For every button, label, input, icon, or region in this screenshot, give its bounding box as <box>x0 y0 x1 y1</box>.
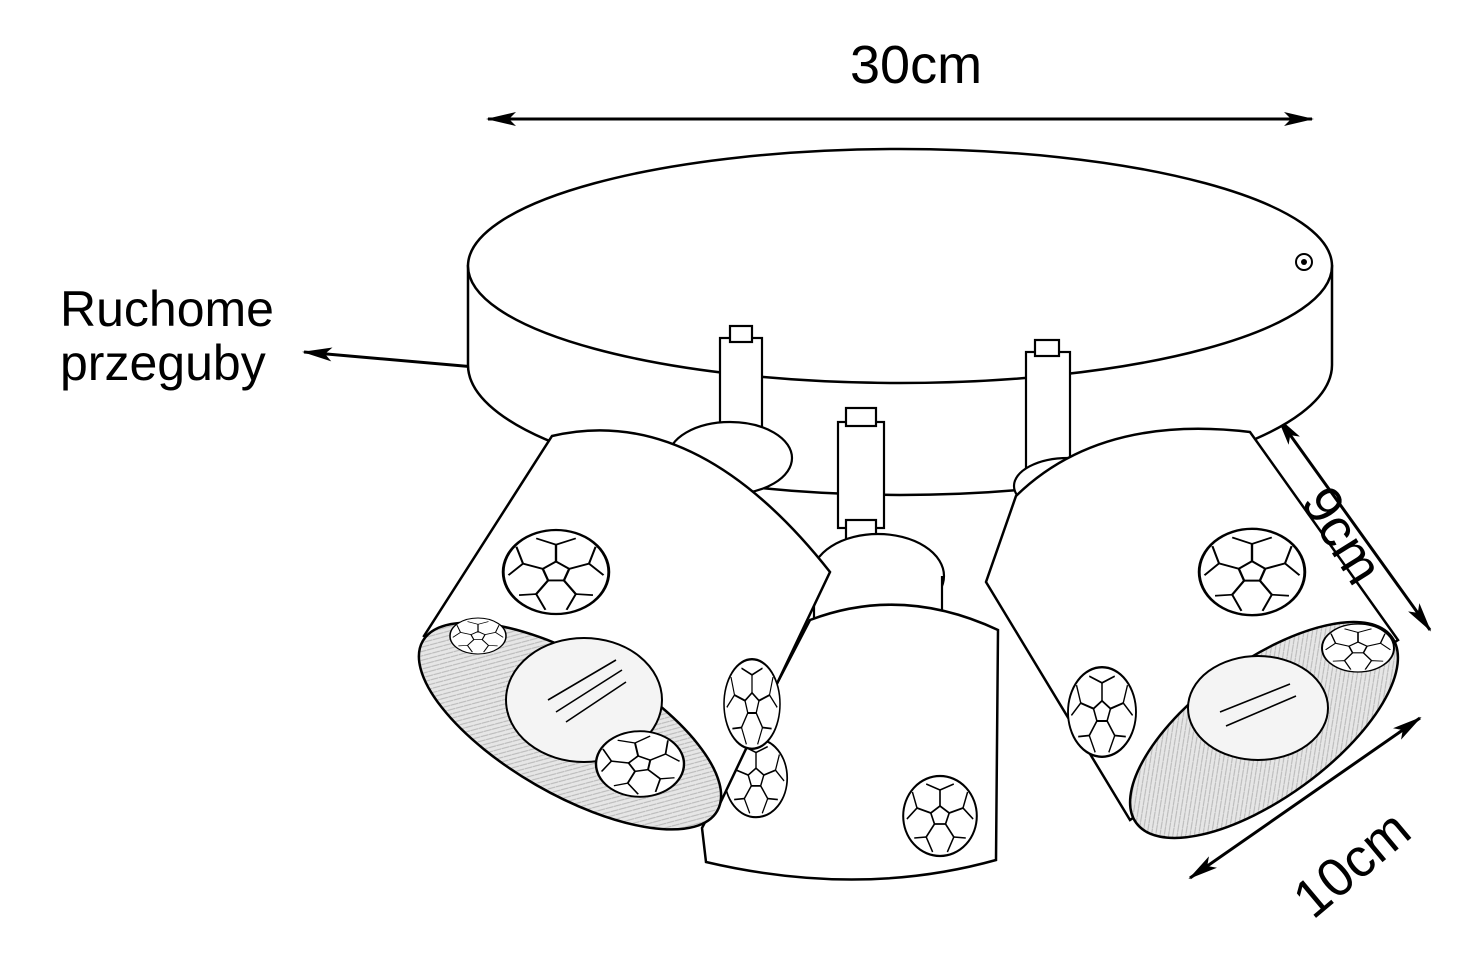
width-dimension-label: 30cm <box>850 35 983 95</box>
left-lamp <box>417 420 832 831</box>
joint-callout-label: Ruchome przeguby <box>60 282 274 390</box>
diameter-dimension-arrow <box>1188 716 1422 880</box>
right-lamp <box>984 427 1400 840</box>
center-lamp <box>700 532 1000 881</box>
height-dimension-arrow <box>1276 416 1432 632</box>
callout-line-1: Ruchome <box>60 281 274 337</box>
callout-line-2: przeguby <box>60 335 266 391</box>
